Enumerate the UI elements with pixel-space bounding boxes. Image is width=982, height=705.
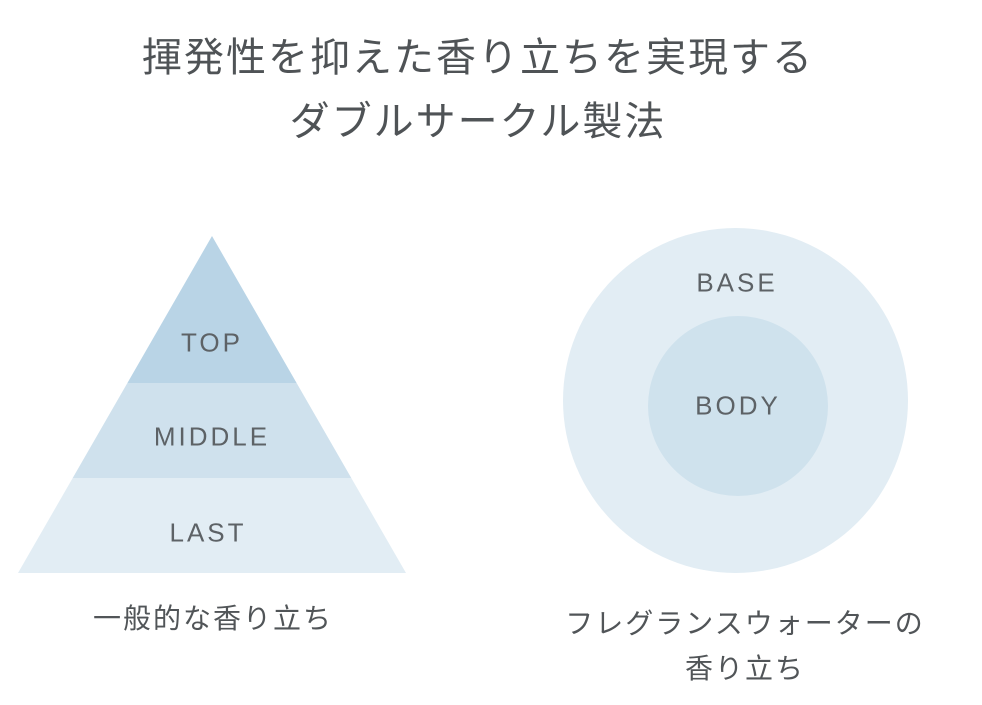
pyramid-label-last: LAST <box>169 517 247 548</box>
circle-caption-line1: フレグランスウォーターの <box>565 608 925 639</box>
fragrance-pyramid <box>18 236 406 573</box>
pyramid-tier-last <box>18 478 406 573</box>
pyramid-caption: 一般的な香り立ち <box>92 603 334 634</box>
circle-caption-line2: 香り立ち <box>684 653 806 684</box>
circle-caption: フレグランスウォーターの 香り立ち <box>565 601 924 691</box>
circle-label-base: BASE <box>696 267 778 298</box>
pyramid-label-middle: MIDDLE <box>153 421 271 452</box>
pyramid-tier-middle <box>72 383 352 478</box>
pyramid-tier-top <box>127 236 297 383</box>
double-circle-diagram <box>563 228 908 573</box>
page-title-line1: 揮発性を抑えた香り立ちを実現する <box>142 36 814 80</box>
pyramid-label-top: TOP <box>181 327 243 358</box>
page-title-line2: ダブルサークル製法 <box>289 100 667 144</box>
inner-circle-body <box>648 316 828 496</box>
circle-label-body: BODY <box>695 390 781 421</box>
page-title: 揮発性を抑えた香り立ちを実現する ダブルサークル製法 <box>0 26 956 154</box>
